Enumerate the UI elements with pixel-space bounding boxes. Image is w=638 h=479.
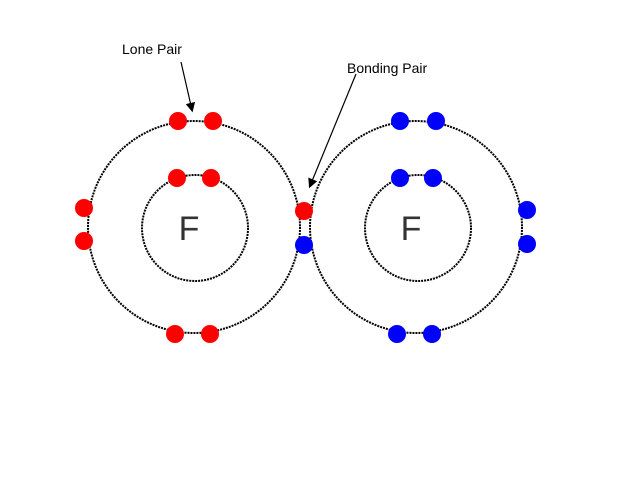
electron <box>168 169 186 187</box>
left-atom: F <box>87 120 301 334</box>
electron <box>427 112 445 130</box>
bonding-pair-arrow <box>308 73 357 189</box>
bonding-electron <box>295 202 313 220</box>
electron <box>424 169 442 187</box>
right-electrons <box>295 112 536 343</box>
electron <box>518 235 536 253</box>
electron <box>201 325 219 343</box>
bonding-electron <box>295 236 313 254</box>
electron <box>391 169 409 187</box>
left-inner-shell <box>141 174 249 282</box>
right-atom: F <box>309 120 523 334</box>
bonding-pair-label: Bonding Pair <box>347 60 428 76</box>
left-atom-symbol: F <box>179 210 200 248</box>
electron <box>202 169 220 187</box>
electron <box>388 325 406 343</box>
right-atom-symbol: F <box>401 210 422 248</box>
right-inner-shell <box>364 174 472 282</box>
right-outer-shell <box>309 120 523 334</box>
electron <box>166 325 184 343</box>
left-outer-shell <box>87 120 301 334</box>
electron <box>204 112 222 130</box>
electron <box>75 232 93 250</box>
lone-pair-arrow <box>180 61 196 113</box>
lone-pair-label: Lone Pair <box>122 41 182 57</box>
left-electrons <box>75 112 313 343</box>
electron <box>518 201 536 219</box>
electron <box>169 112 187 130</box>
electron <box>423 325 441 343</box>
electron <box>391 112 409 130</box>
electron <box>75 199 93 217</box>
